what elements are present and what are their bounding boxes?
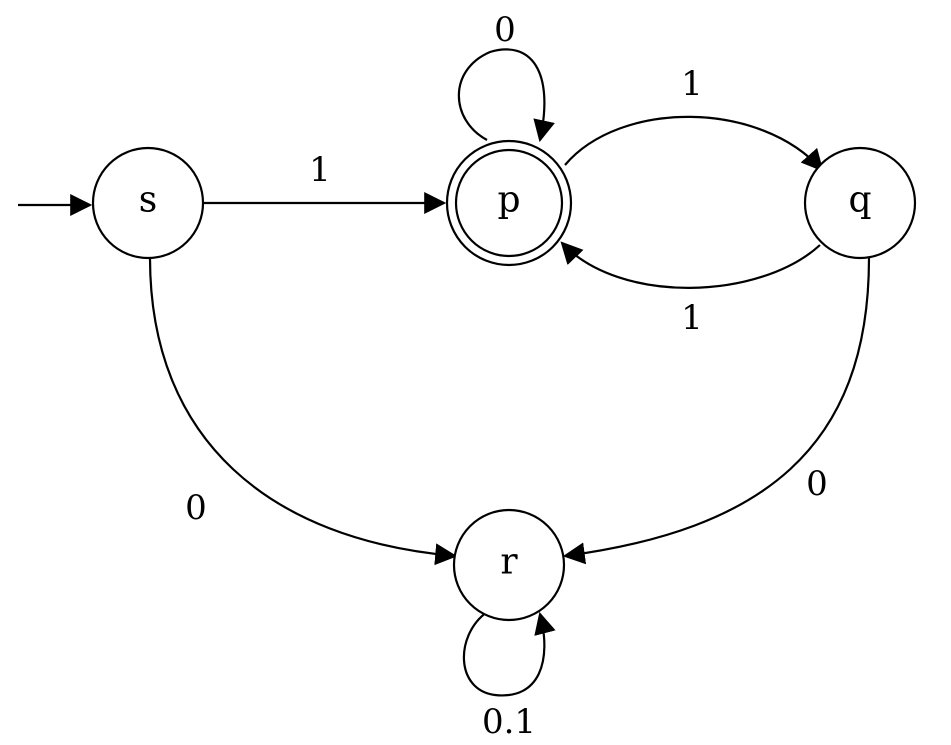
state-q: q [803, 146, 917, 260]
state-p-label: p [497, 180, 520, 221]
edge-p-loop [457, 48, 555, 143]
state-q-label: q [848, 180, 871, 221]
state-r: r [452, 508, 566, 622]
state-p: p [445, 139, 573, 267]
edge-s-p-label: 1 [309, 150, 331, 190]
edge-p-q-label: 1 [681, 64, 703, 104]
edge-q-r [562, 257, 871, 565]
edge-s-r [148, 257, 458, 566]
edge-s-r-label: 0 [185, 488, 207, 528]
edge-r-loop-label: 0.1 [482, 702, 536, 742]
edge-q-r-label: 0 [806, 464, 828, 504]
state-s-label: s [139, 180, 157, 221]
edge-q-p [560, 241, 821, 289]
state-s: s [91, 146, 205, 260]
state-r-label: r [500, 542, 518, 583]
edge-q-p-label: 1 [681, 298, 703, 338]
edge-p-q [564, 115, 824, 172]
edge-r-loop [462, 611, 556, 697]
edge-p-loop-label: 0 [494, 10, 516, 50]
